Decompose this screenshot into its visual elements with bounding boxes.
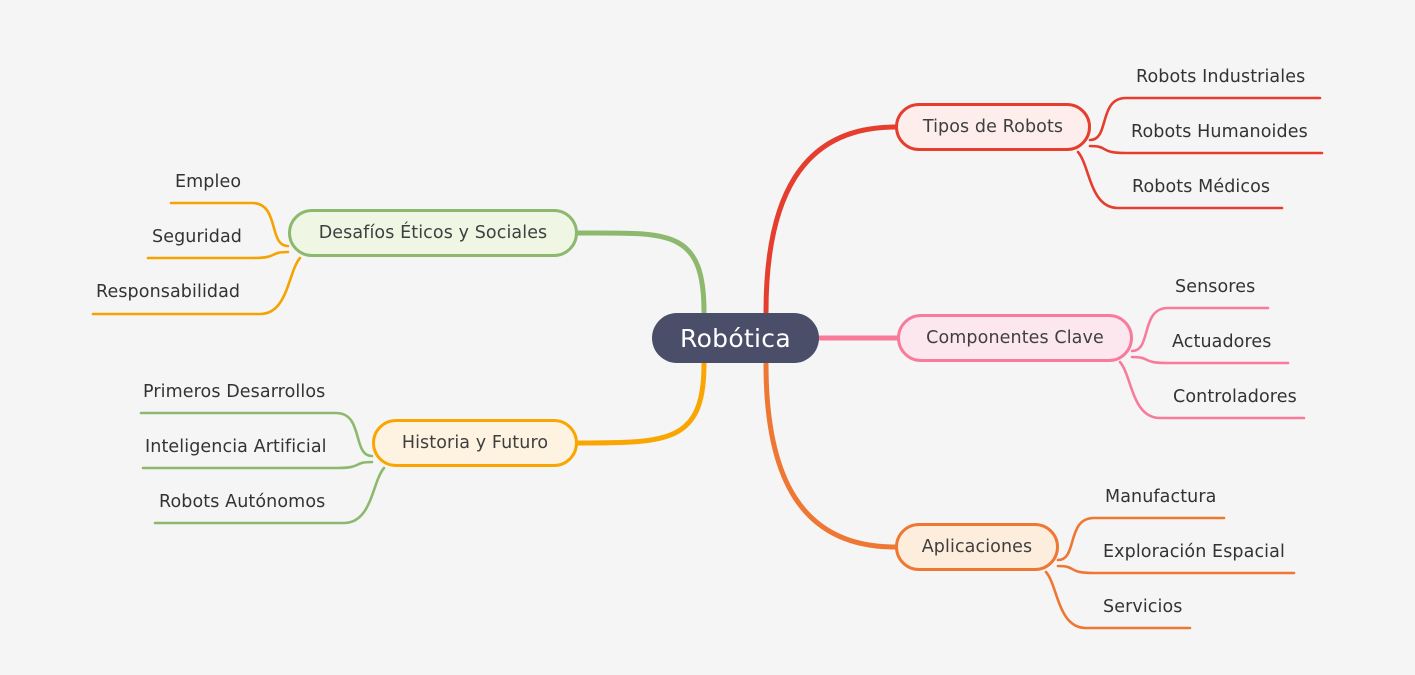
leaf-actuadores[interactable]: Actuadores bbox=[1172, 332, 1271, 352]
trunk-aplicaciones bbox=[763, 361, 898, 550]
leaf-label: Sensores bbox=[1175, 277, 1256, 297]
leaf-wire-robots-humanoides bbox=[1088, 144, 1324, 155]
leaf-robots-industriales[interactable]: Robots Industriales bbox=[1136, 67, 1305, 87]
leaf-label: Exploración Espacial bbox=[1103, 542, 1285, 562]
leaf-robots-humanoides[interactable]: Robots Humanoides bbox=[1131, 122, 1308, 142]
leaf-label: Manufactura bbox=[1105, 487, 1217, 507]
leaf-label: Seguridad bbox=[152, 227, 242, 247]
branch-label-tipos-de-robots: Tipos de Robots bbox=[922, 117, 1064, 137]
leaf-controladores[interactable]: Controladores bbox=[1173, 387, 1297, 407]
branch-node-tipos-de-robots[interactable]: Tipos de Robots bbox=[895, 103, 1091, 151]
branch-node-historia-y-futuro[interactable]: Historia y Futuro bbox=[372, 419, 578, 467]
leaf-label: Empleo bbox=[175, 172, 242, 192]
branch-node-componentes-clave[interactable]: Componentes Clave bbox=[897, 314, 1133, 362]
branch-node-aplicaciones[interactable]: Aplicaciones bbox=[895, 523, 1059, 571]
leaf-seguridad[interactable]: Seguridad bbox=[152, 227, 242, 247]
branch-node-desafios-eticos-y-sociales[interactable]: Desafíos Éticos y Sociales bbox=[288, 209, 578, 257]
leaf-wire-exploracion-espacial bbox=[1056, 564, 1296, 575]
leaf-label: Primeros Desarrollos bbox=[143, 382, 326, 402]
leaf-exploracion-espacial[interactable]: Exploración Espacial bbox=[1103, 542, 1285, 562]
leaf-wire-inteligencia-artificial bbox=[141, 460, 374, 470]
leaf-sensores[interactable]: Sensores bbox=[1175, 277, 1255, 297]
leaf-label: Robots Industriales bbox=[1136, 67, 1306, 87]
leaf-wire-seguridad bbox=[146, 250, 290, 260]
leaf-label: Responsabilidad bbox=[96, 282, 241, 302]
leaf-label: Controladores bbox=[1173, 387, 1297, 407]
leaf-servicios[interactable]: Servicios bbox=[1103, 597, 1183, 617]
leaf-wire-actuadores bbox=[1130, 355, 1290, 365]
leaf-responsabilidad[interactable]: Responsabilidad bbox=[96, 282, 240, 302]
trunk-desafios-eticos-y-sociales bbox=[575, 230, 707, 315]
branch-label-historia-y-futuro: Historia y Futuro bbox=[401, 433, 549, 453]
leaf-label: Robots Humanoides bbox=[1131, 122, 1308, 142]
leaf-label: Servicios bbox=[1103, 597, 1183, 617]
leaf-inteligencia-artificial[interactable]: Inteligencia Artificial bbox=[145, 437, 327, 457]
leaf-empleo[interactable]: Empleo bbox=[175, 172, 241, 192]
root-node-label: Robótica bbox=[680, 323, 791, 353]
root-node[interactable]: Robótica bbox=[652, 313, 819, 363]
leaf-label: Inteligencia Artificial bbox=[145, 437, 327, 457]
trunk-historia-y-futuro bbox=[575, 361, 707, 446]
leaf-primeros-desarrollos[interactable]: Primeros Desarrollos bbox=[143, 382, 325, 402]
branch-label-aplicaciones: Aplicaciones bbox=[921, 537, 1033, 557]
branch-label-desafios-eticos-y-sociales: Desafíos Éticos y Sociales bbox=[318, 223, 548, 243]
leaf-robots-medicos[interactable]: Robots Médicos bbox=[1132, 177, 1270, 197]
trunk-tipos-de-robots bbox=[763, 124, 898, 315]
leaf-manufactura[interactable]: Manufactura bbox=[1105, 487, 1216, 507]
leaf-label: Robots Médicos bbox=[1132, 177, 1271, 197]
leaf-robots-autonomos[interactable]: Robots Autónomos bbox=[159, 492, 325, 512]
leaf-label: Robots Autónomos bbox=[159, 492, 326, 512]
leaf-label: Actuadores bbox=[1172, 332, 1272, 352]
branch-label-componentes-clave: Componentes Clave bbox=[926, 328, 1104, 348]
